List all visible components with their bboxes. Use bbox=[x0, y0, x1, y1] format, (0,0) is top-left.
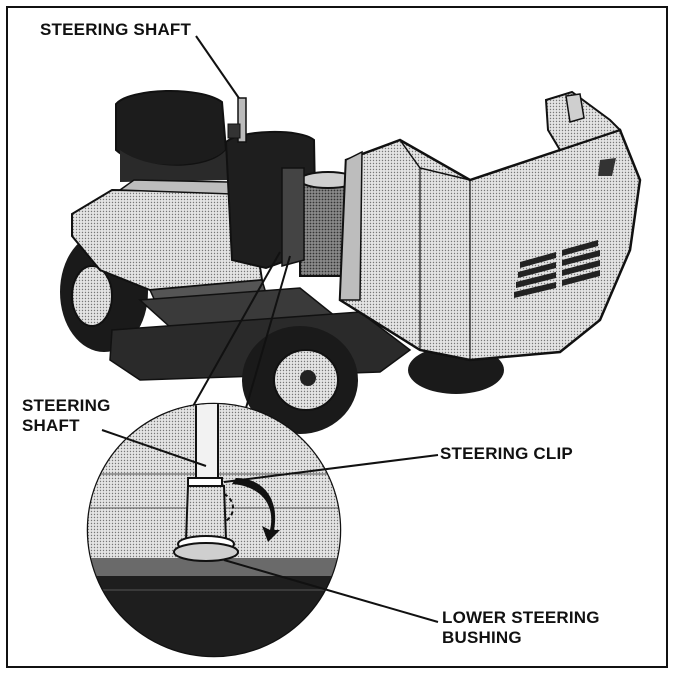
hood-raised bbox=[338, 90, 642, 362]
leader-steering-shaft-top bbox=[195, 35, 244, 105]
seat bbox=[115, 89, 230, 182]
detail-cone-right bbox=[245, 255, 291, 409]
detail-inset bbox=[86, 402, 342, 658]
detail-cone-left bbox=[191, 251, 281, 409]
leader-lower-bushing bbox=[223, 559, 439, 623]
leader-steering-clip bbox=[223, 454, 439, 483]
leader-steering-shaft-detail bbox=[101, 429, 207, 467]
label-steering-shaft-detail-line2: SHAFT bbox=[22, 416, 80, 435]
engine bbox=[224, 131, 357, 277]
label-steering-clip: STEERING CLIP bbox=[440, 444, 573, 463]
front-wheel bbox=[242, 326, 358, 434]
label-lower-bushing-line2: BUSHING bbox=[442, 628, 522, 647]
label-lower-bushing-line1: LOWER STEERING bbox=[442, 608, 600, 627]
rotation-arrow-icon bbox=[232, 478, 280, 542]
label-steering-shaft-top: STEERING SHAFT bbox=[40, 20, 192, 39]
label-steering-shaft-detail-line1: STEERING bbox=[22, 396, 111, 415]
tractor-body bbox=[71, 179, 342, 337]
hood-grille bbox=[514, 240, 600, 298]
steering-shaft-main bbox=[227, 97, 247, 143]
